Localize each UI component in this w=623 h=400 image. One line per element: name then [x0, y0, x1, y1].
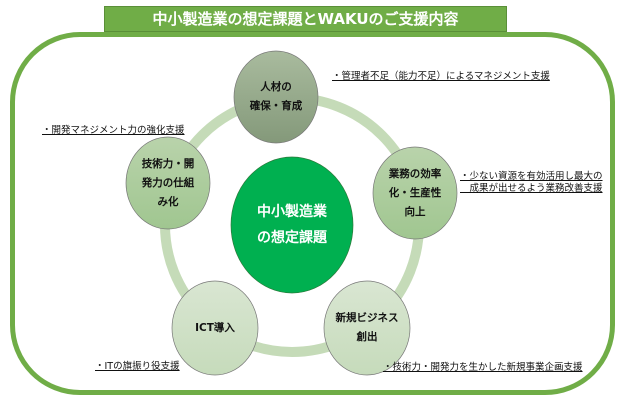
node-new-business-label: 新規ビジネス 創出 [335, 312, 399, 343]
note-hr: ・管理者不足（能力不足）によるマネジメント支援 [332, 71, 550, 82]
node-hr-label: 人材の 確保・育成 [249, 81, 303, 112]
center-label: 中小製造業 の想定課題 [257, 204, 327, 246]
node-shape-bottom-right [323, 280, 411, 376]
node-tech-label: 技術力・開 発力の仕組 み化 [141, 157, 195, 208]
outer-frame [10, 32, 615, 395]
node-shape-left [125, 136, 211, 230]
note-ict: ・ITの旗振り役支援 [95, 361, 180, 372]
node-shape-top [233, 50, 319, 144]
note-tech: ・開発マネジメント力の強化支援 [42, 125, 185, 136]
note-new-business: ・技術力・開発力を生かした新規事業企画支援 [383, 362, 583, 373]
center-shape [230, 156, 354, 294]
node-ict-label: ICT導入 [195, 321, 235, 334]
note-efficiency: ・少ない資源を有効活用し最大の 成果が出せるよう業務改善支援 [460, 171, 603, 194]
diagram-title: 中小製造業の想定課題とWAKUのご支援内容 [104, 6, 507, 32]
node-shape-bottom-left [171, 280, 259, 376]
node-shape-right [372, 146, 458, 240]
node-efficiency-label: 業務の効率 化・生産性 向上 [388, 167, 442, 218]
